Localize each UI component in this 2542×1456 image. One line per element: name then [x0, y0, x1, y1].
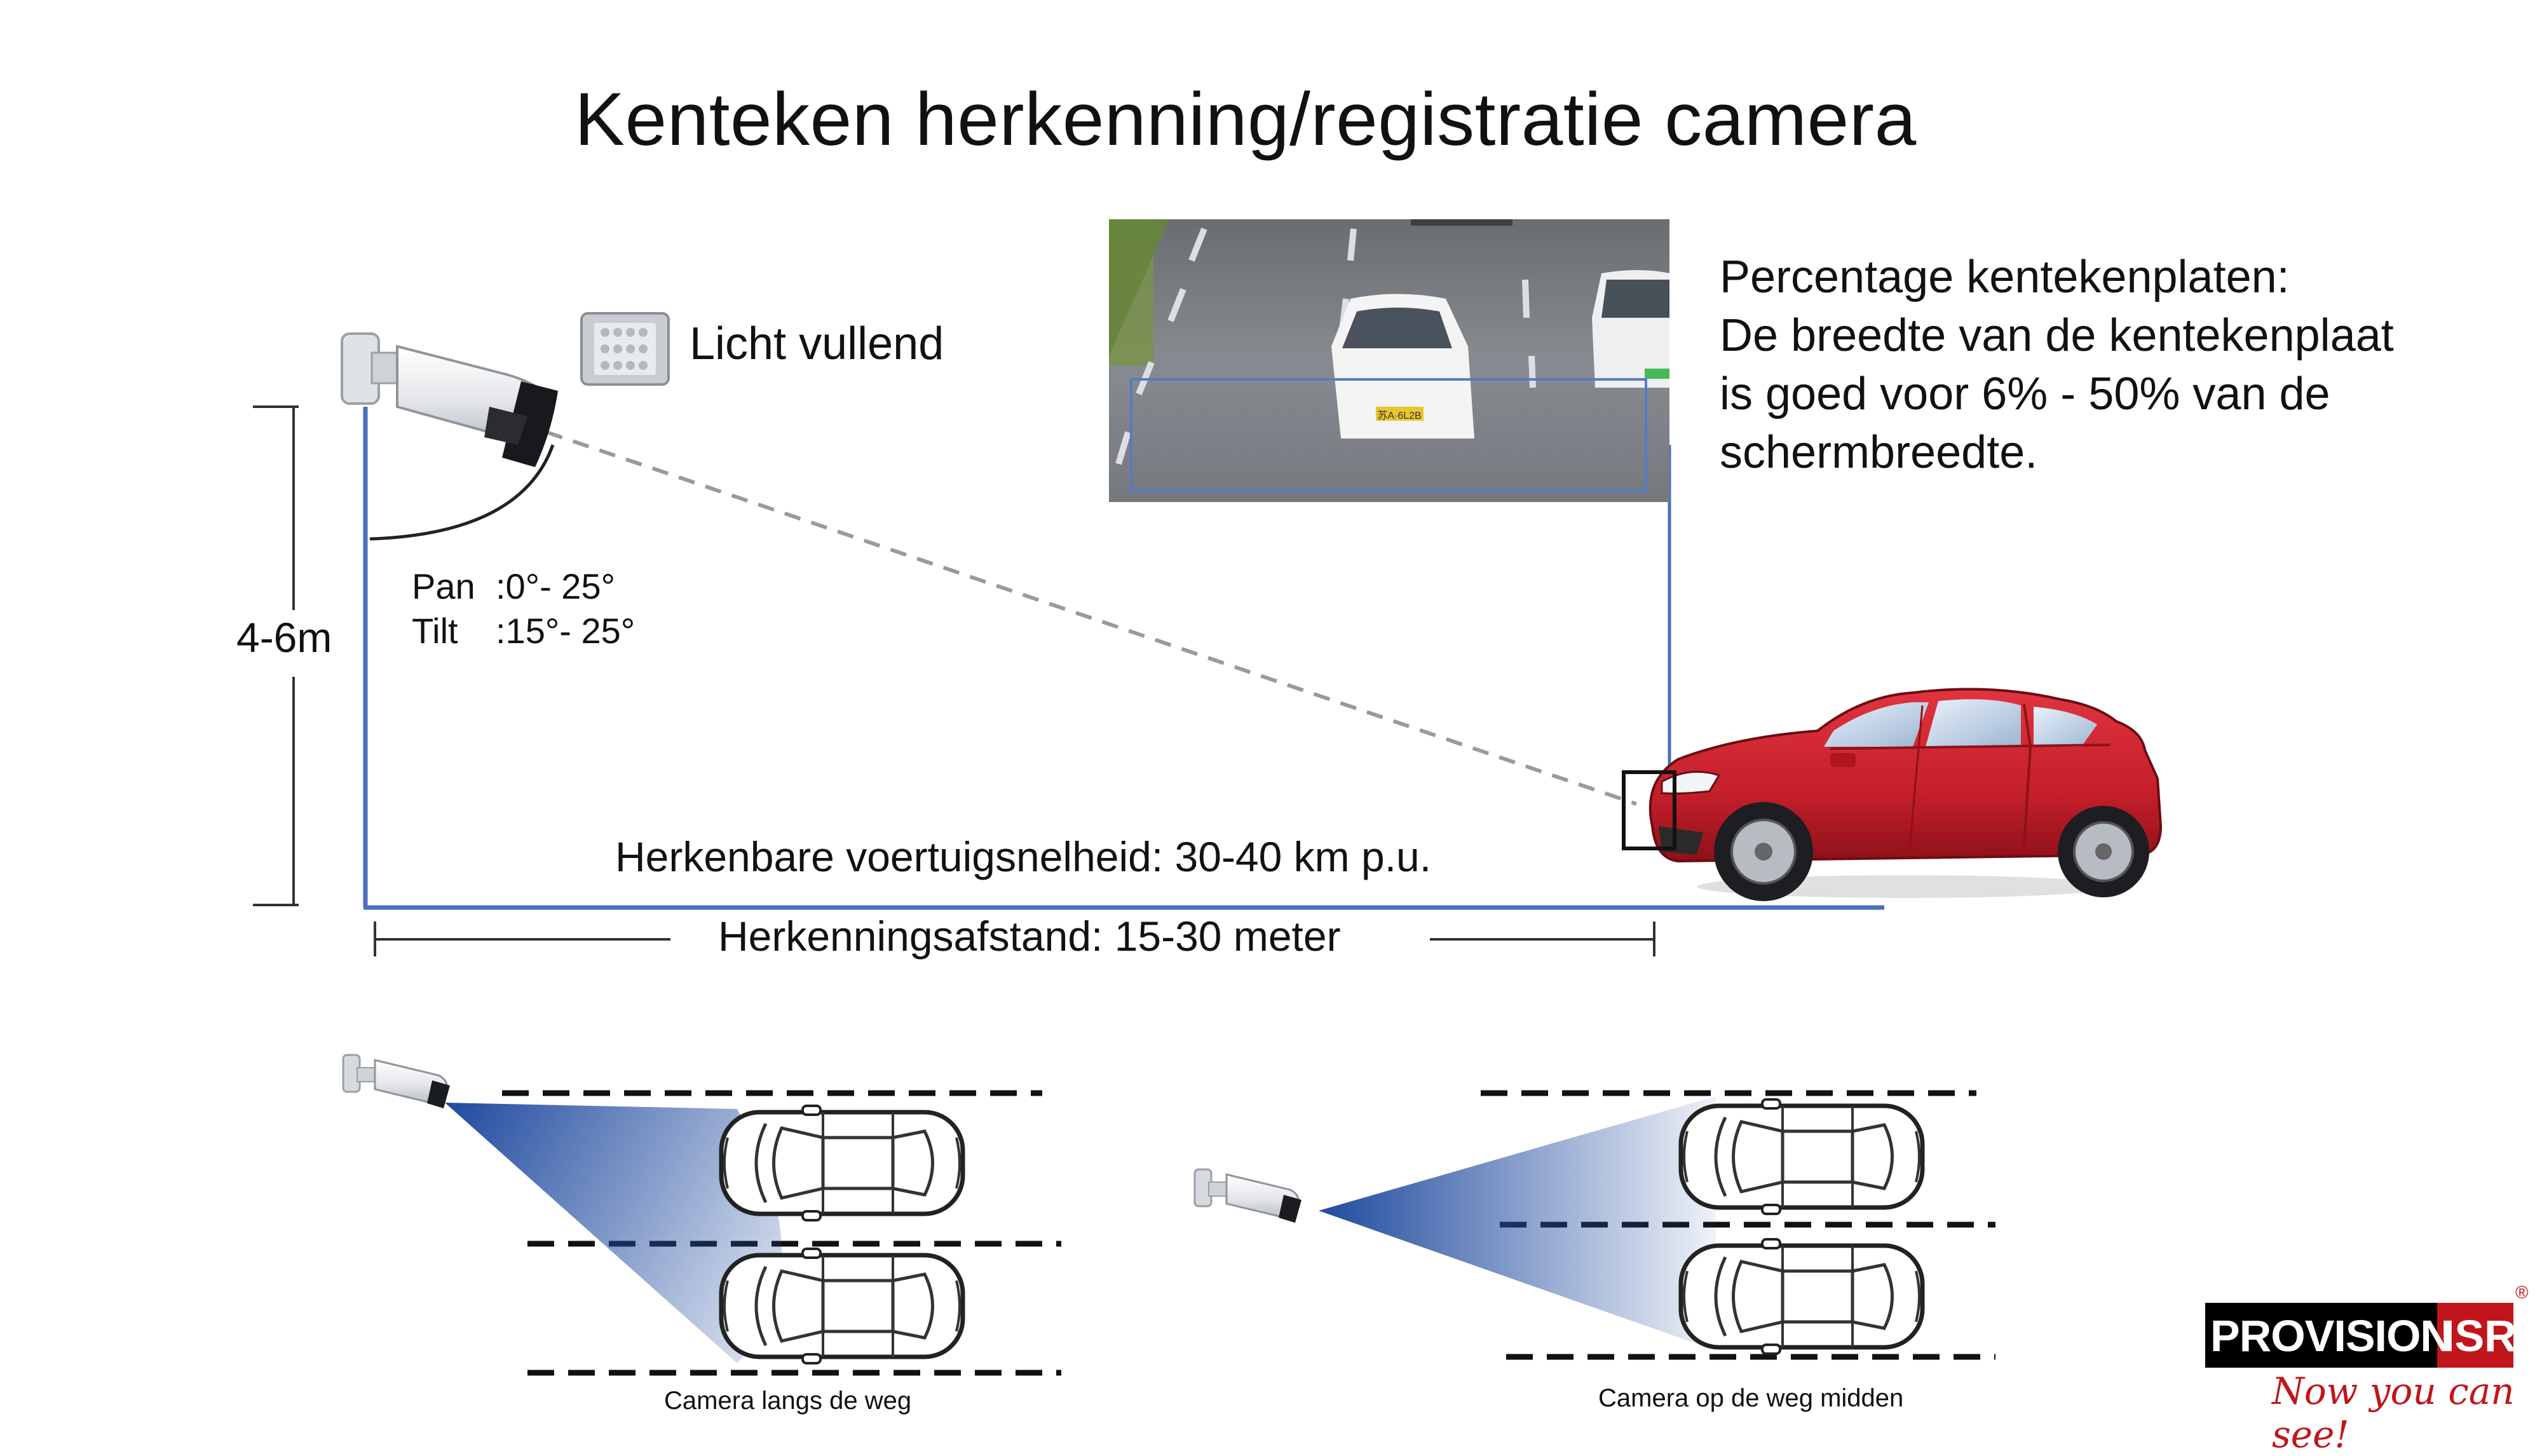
- lpr-camera-icon: [341, 332, 558, 467]
- brand-name-provision: PROVISION: [2210, 1311, 2452, 1361]
- snapshot-image: [1109, 219, 1669, 502]
- plate-percentage-line-1: Percentage kentekenplaten:: [1720, 252, 2290, 303]
- plate-percentage-line-2: De breedte van de kentekenplaat: [1720, 310, 2394, 361]
- car-top-view-right-1: [1681, 1099, 1922, 1214]
- recognition-distance-label: Herkenningsafstand: 15-30 meter: [718, 913, 1341, 960]
- camera-icon-right: [1193, 1168, 1303, 1224]
- tilt-arc: [369, 444, 555, 541]
- snapshot-plate-text: 苏A·6L2B: [1377, 411, 1422, 421]
- pan-value: :0°- 25°: [496, 566, 615, 606]
- height-dimension: [253, 405, 299, 906]
- car-top-view-right-2: [1681, 1239, 1922, 1354]
- camera-beam-right: [1319, 1096, 1716, 1351]
- caption-right: Camera op de weg midden: [1598, 1384, 1904, 1412]
- tilt-value: :15°- 25°: [496, 611, 636, 651]
- light-fill-label: Licht vullend: [690, 318, 944, 369]
- tilt-label: Tilt: [412, 611, 458, 651]
- plate-detection-box: [1622, 770, 1676, 850]
- camera-beam-left: [445, 1103, 782, 1363]
- plate-percentage-line-3: is goed voor 6% - 50% van de: [1720, 369, 2330, 419]
- provision-logo: [2205, 1303, 2513, 1368]
- sight-line: [546, 430, 1637, 806]
- caption-left: Camera langs de weg: [664, 1387, 912, 1415]
- brand-name-isr: ISR: [2442, 1311, 2517, 1361]
- car-top-view-left-2: [721, 1249, 963, 1363]
- plate-percentage-line-4: schermbreedte.: [1720, 427, 2038, 478]
- red-car-illustration: [1648, 688, 2163, 901]
- distance-dimension: [374, 922, 1655, 956]
- light-fill-icon: [580, 312, 670, 386]
- car-top-view-left-1: [721, 1106, 963, 1220]
- mount-height-label: 4-6m: [236, 614, 332, 661]
- pan-label: Pan: [412, 566, 475, 606]
- diagram-title: Kenteken herkenning/registratie camera: [574, 78, 1917, 161]
- brand-slogan: Now you can see!: [2272, 1370, 2515, 1456]
- brand-registered-mark: ®: [2515, 1283, 2529, 1302]
- vehicle-speed-label: Herkenbare voertuigsnelheid: 30-40 km p.…: [615, 833, 1432, 880]
- plate-percentage-text: Percentage kentekenplaten: De breedte va…: [1720, 248, 2394, 482]
- camera-icon-left: [342, 1054, 451, 1110]
